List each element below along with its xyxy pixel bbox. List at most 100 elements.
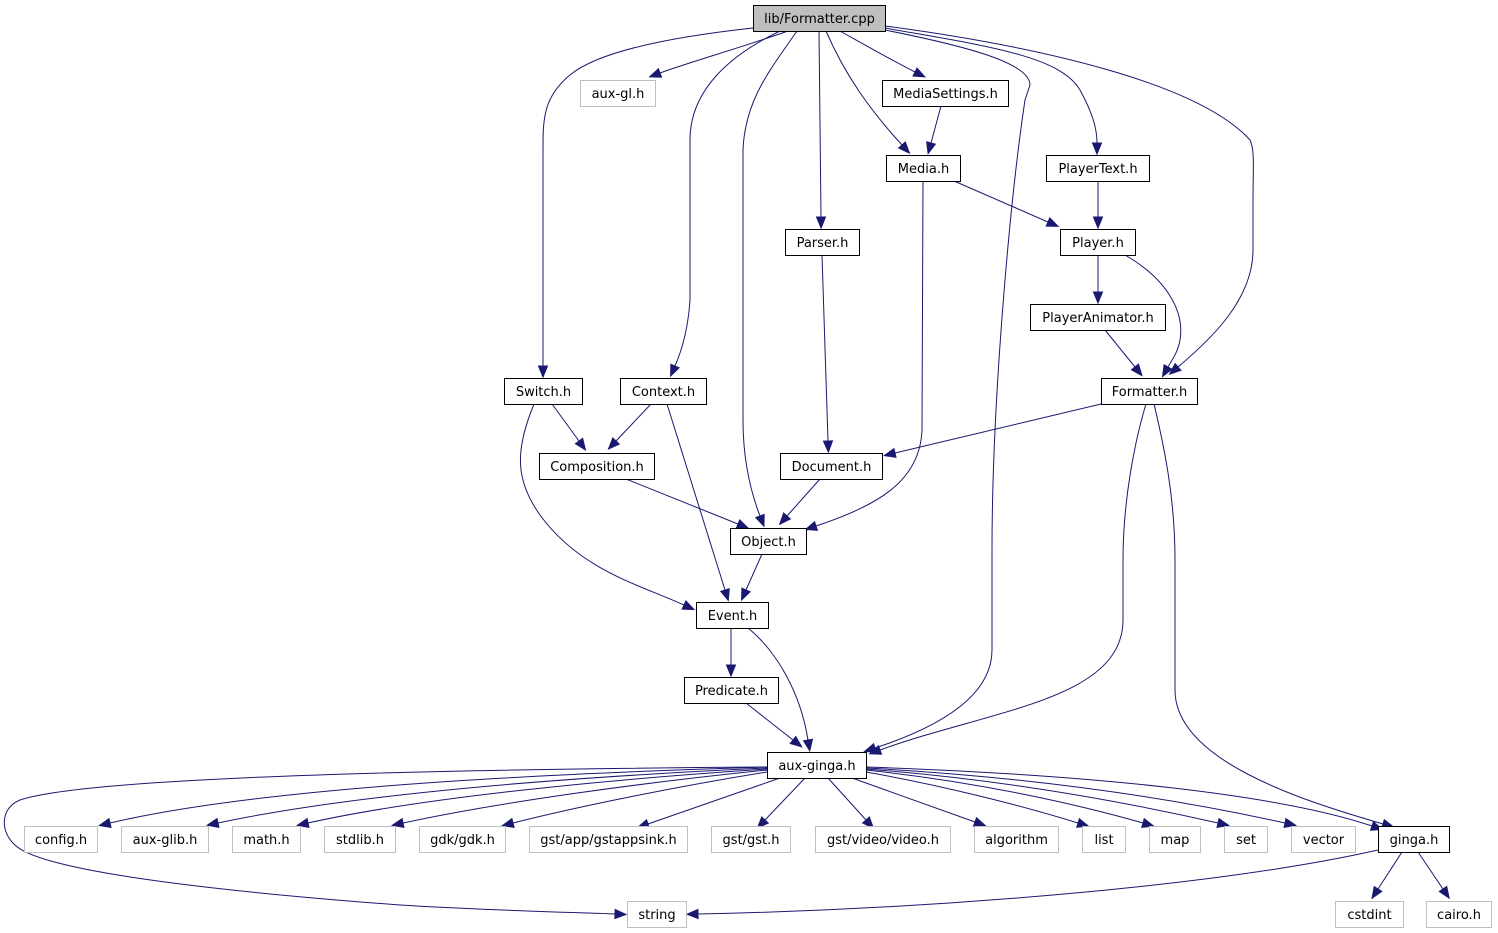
node-mediasettings[interactable]: MediaSettings.h [882, 80, 1009, 107]
node-label: map [1161, 833, 1190, 848]
edge-event-to-predicate [725, 628, 737, 678]
edge-line [953, 180, 1049, 223]
edge-auxginga-to-string [3, 766, 768, 920]
arrowhead-icon [822, 440, 834, 454]
arrowhead-icon [1141, 817, 1155, 828]
arrowhead-icon [295, 817, 310, 829]
arrowhead-icon [735, 518, 750, 529]
edge-context-to-composition [607, 403, 652, 450]
edge-line [884, 25, 1254, 368]
edge-media-to-player [953, 180, 1060, 227]
node-formatter[interactable]: Formatter.h [1101, 378, 1198, 405]
node-box [121, 826, 209, 853]
edge-context-to-event [666, 403, 730, 602]
edge-auxginga-to-gst [756, 777, 806, 829]
arrowhead-icon [1130, 363, 1143, 377]
node-event[interactable]: Event.h [696, 602, 769, 629]
arrowhead-icon [719, 587, 730, 602]
edge-auxginga-to-map [865, 769, 1155, 828]
edge-line [745, 553, 763, 591]
node-cairo: cairo.h [1426, 901, 1492, 928]
node-playertext[interactable]: PlayerText.h [1046, 155, 1150, 182]
node-vector: vector [1291, 826, 1356, 853]
node-player[interactable]: Player.h [1060, 229, 1136, 256]
edge-media-to-object [804, 180, 924, 531]
node-label: aux-gl.h [592, 87, 645, 102]
node-composition[interactable]: Composition.h [539, 453, 655, 480]
node-context[interactable]: Context.h [620, 378, 707, 405]
arrowhead-icon [815, 216, 827, 230]
node-ginga[interactable]: ginga.h [1378, 826, 1450, 853]
edge-line [827, 777, 867, 821]
arrowhead-icon [725, 664, 737, 678]
edge-line [825, 30, 903, 146]
edge-line [1104, 329, 1136, 368]
arrowhead-icon [607, 437, 621, 450]
edge-root-to-switch [537, 27, 754, 379]
arrowhead-icon [756, 816, 770, 829]
node-label: Document.h [792, 460, 872, 475]
node-box [24, 826, 98, 853]
node-label: Media.h [898, 162, 949, 177]
edge-line [865, 769, 1144, 824]
arrowhead-icon [614, 908, 628, 920]
node-label: cairo.h [1437, 908, 1481, 923]
node-label: Parser.h [797, 236, 849, 251]
edge-auxginga-to-gstappsink [636, 777, 781, 829]
edge-line [894, 403, 1102, 454]
arrowhead-icon [205, 817, 220, 829]
node-cstdint: cstdint [1335, 901, 1404, 928]
node-label: math.h [243, 833, 289, 848]
node-predicate[interactable]: Predicate.h [684, 677, 779, 704]
node-media[interactable]: Media.h [886, 155, 961, 182]
edge-line [865, 768, 1219, 824]
node-box [1101, 378, 1198, 405]
edge-root-to-context [670, 30, 781, 378]
node-box [882, 80, 1009, 107]
arrowhead-icon [1168, 362, 1182, 375]
node-label: algorithm [985, 833, 1048, 848]
arrowhead-icon [868, 744, 883, 755]
node-auxglib: aux-glib.h [121, 826, 209, 853]
node-auxgl: aux-gl.h [580, 80, 656, 107]
node-box [1378, 826, 1450, 853]
edge-auxginga-to-config [98, 766, 768, 828]
edge-line [109, 766, 768, 824]
arrowhead-icon [537, 365, 549, 379]
edge-root-to-media [825, 30, 911, 155]
edge-line [786, 478, 821, 517]
arrowhead-icon [789, 735, 803, 748]
arrowhead-icon [574, 437, 587, 451]
node-document[interactable]: Document.h [780, 453, 883, 480]
node-list: list [1082, 826, 1126, 853]
node-box [580, 80, 656, 107]
node-box [627, 901, 687, 928]
node-auxginga[interactable]: aux-ginga.h [767, 752, 867, 779]
node-label: Context.h [632, 385, 695, 400]
node-playeranimator[interactable]: PlayerAnimator.h [1030, 304, 1166, 331]
arrowhead-icon [1438, 885, 1450, 900]
edge-auxginga-to-gdk [501, 771, 768, 828]
node-label: MediaSettings.h [893, 87, 998, 102]
node-box [419, 826, 506, 853]
edge-line [520, 403, 685, 606]
edge-auxginga-to-math [295, 768, 768, 829]
arrowhead-icon [670, 363, 681, 378]
edge-root-to-mediasettings [839, 30, 927, 78]
node-root[interactable]: lib/Formatter.cpp [753, 5, 886, 32]
arrowhead-icon [897, 141, 911, 155]
node-set: set [1224, 826, 1268, 853]
edge-line [745, 702, 794, 741]
node-label: Switch.h [516, 385, 571, 400]
node-label: lib/Formatter.cpp [764, 12, 875, 27]
node-label: cstdint [1347, 908, 1391, 923]
edge-line [839, 30, 916, 73]
node-switch[interactable]: Switch.h [504, 378, 583, 405]
edge-ginga-to-cstdint [1371, 851, 1403, 900]
edge-line [659, 30, 789, 74]
node-object[interactable]: Object.h [730, 528, 807, 555]
edge-line [747, 627, 809, 741]
node-parser[interactable]: Parser.h [785, 229, 860, 256]
arrowhead-icon [1092, 291, 1104, 305]
edge-event-to-auxginga [747, 627, 814, 753]
